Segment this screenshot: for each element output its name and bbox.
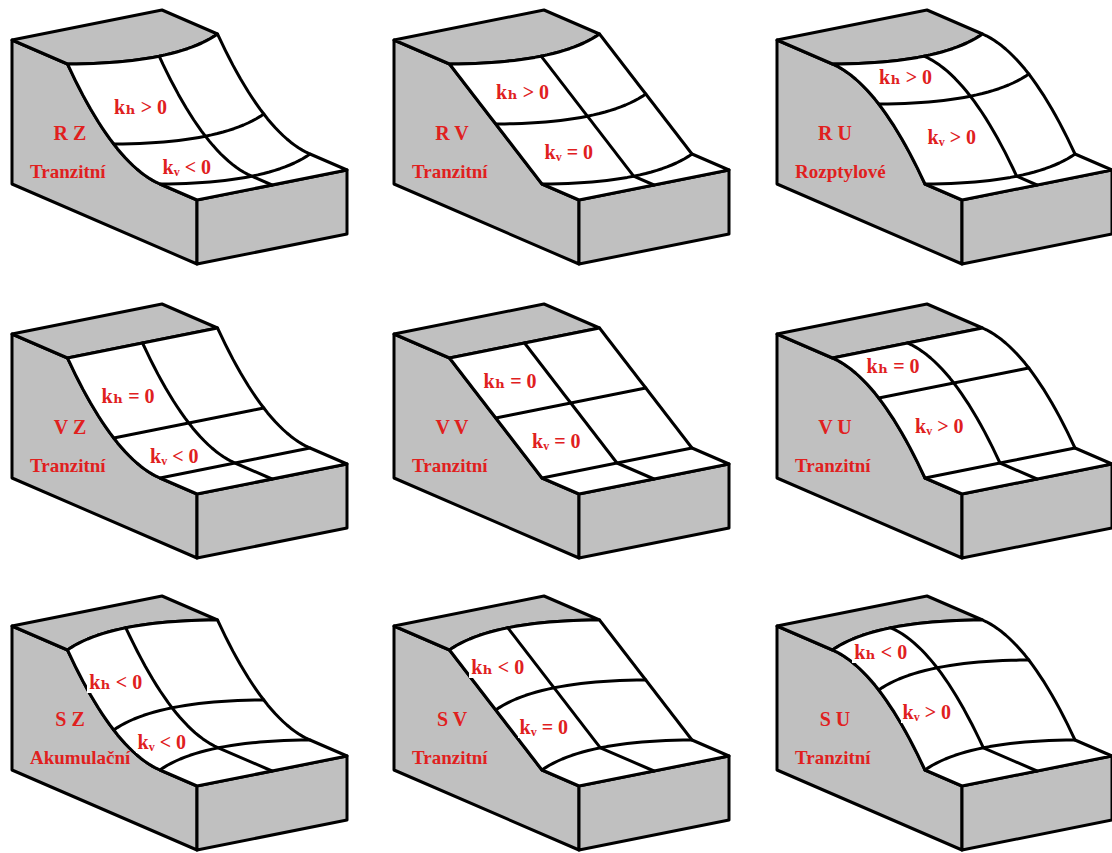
slope-surface: [833, 620, 1112, 786]
form-type: Tranzitní: [30, 162, 106, 183]
slope-surface: [68, 328, 348, 494]
curvature-label: kₕ < 0: [852, 641, 909, 663]
curvature-label: kᵥ < 0: [148, 445, 201, 467]
fall-line: [126, 628, 272, 771]
curvature-label: kᵥ > 0: [901, 701, 954, 723]
curvature-label: kₕ = 0: [100, 385, 157, 407]
curvature-label: kₕ > 0: [877, 66, 934, 88]
curvature-label: kₕ = 0: [482, 370, 539, 392]
form-code: R V: [435, 122, 469, 144]
form-code: S V: [437, 708, 467, 730]
form-code: R Z: [54, 122, 87, 144]
curvature-label: kₕ < 0: [469, 656, 526, 678]
slope-surface: [833, 328, 1112, 494]
fall-line: [908, 343, 1038, 479]
form-type: Akumulační: [30, 748, 130, 769]
form-code: V U: [818, 416, 852, 438]
fall-line: [541, 56, 654, 185]
curvature-label: kᵥ < 0: [161, 156, 214, 178]
form-type: Tranzitní: [795, 456, 871, 477]
curvature-label: kₕ = 0: [865, 355, 922, 377]
form-type: Tranzitní: [412, 162, 488, 183]
form-code: R U: [818, 122, 852, 144]
contour-line: [114, 114, 264, 144]
curvature-label: kᵥ > 0: [913, 415, 966, 437]
fall-line: [508, 628, 654, 771]
form-type: Rozptylové: [795, 162, 886, 183]
contour-line: [879, 660, 1029, 690]
form-code: V V: [435, 416, 468, 438]
form-code: S Z: [55, 708, 84, 730]
form-type: Tranzitní: [412, 456, 488, 477]
slope-foot-line: [925, 154, 1075, 184]
curvature-label: kᵥ = 0: [518, 716, 571, 738]
slope-surface: [450, 34, 730, 200]
fall-line: [924, 56, 1037, 185]
curvature-label: kₕ > 0: [112, 96, 169, 118]
slope-surface: [68, 34, 348, 200]
curvature-label: kᵥ < 0: [136, 731, 189, 753]
contour-line: [496, 680, 646, 710]
slope-surface: [450, 620, 730, 786]
form-code: V Z: [54, 416, 86, 438]
slope-foot-line: [160, 154, 310, 184]
fall-line: [891, 628, 1037, 771]
form-type: Tranzitní: [412, 748, 488, 769]
curvature-label: kₕ > 0: [494, 81, 551, 103]
fall-line: [143, 343, 273, 479]
slope-surface: [450, 328, 730, 494]
form-type: Tranzitní: [30, 456, 106, 477]
curvature-label: kₕ < 0: [87, 671, 144, 693]
curvature-label: kᵥ = 0: [530, 430, 583, 452]
form-type: Tranzitní: [795, 748, 871, 769]
fall-line: [159, 56, 272, 185]
form-code: S U: [820, 708, 851, 730]
curvature-label: kᵥ = 0: [543, 141, 596, 163]
curvature-label: kᵥ > 0: [926, 126, 979, 148]
fall-line: [525, 343, 655, 479]
